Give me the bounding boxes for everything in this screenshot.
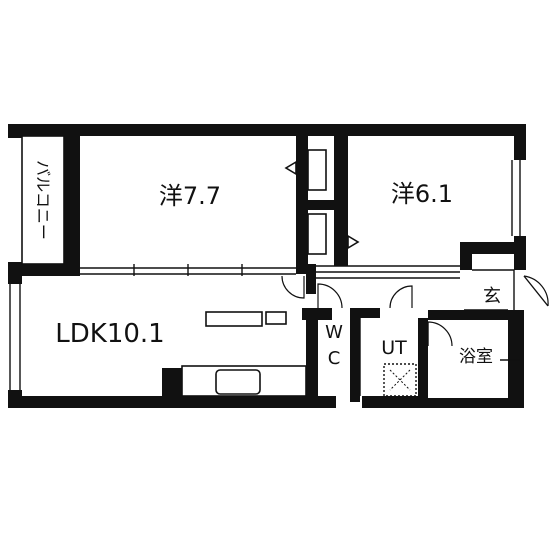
washer-pan: [383, 363, 417, 397]
room-label-balcony: バルコニー: [34, 160, 53, 240]
range-hood: [265, 311, 287, 325]
room-label-western-2: 洋6.1: [391, 180, 453, 208]
partitions: [9, 135, 521, 396]
walls: [8, 124, 526, 408]
door-swings: [281, 275, 549, 347]
room-label-utility: UT: [381, 337, 407, 359]
closet-doors: [284, 149, 360, 255]
kitchen-sink: [215, 369, 261, 395]
room-label-bath: 浴室: [459, 347, 493, 367]
kitchen: [181, 311, 307, 397]
room-label-entrance: 玄: [483, 286, 501, 307]
room-label-wc-top: W: [325, 322, 343, 343]
room-label-western-1: 洋7.7: [159, 182, 221, 210]
room-label-wc-bottom: C: [328, 348, 341, 369]
room-label-ldk: LDK10.1: [55, 319, 164, 349]
kitchen-counter-peninsula: [205, 311, 263, 327]
